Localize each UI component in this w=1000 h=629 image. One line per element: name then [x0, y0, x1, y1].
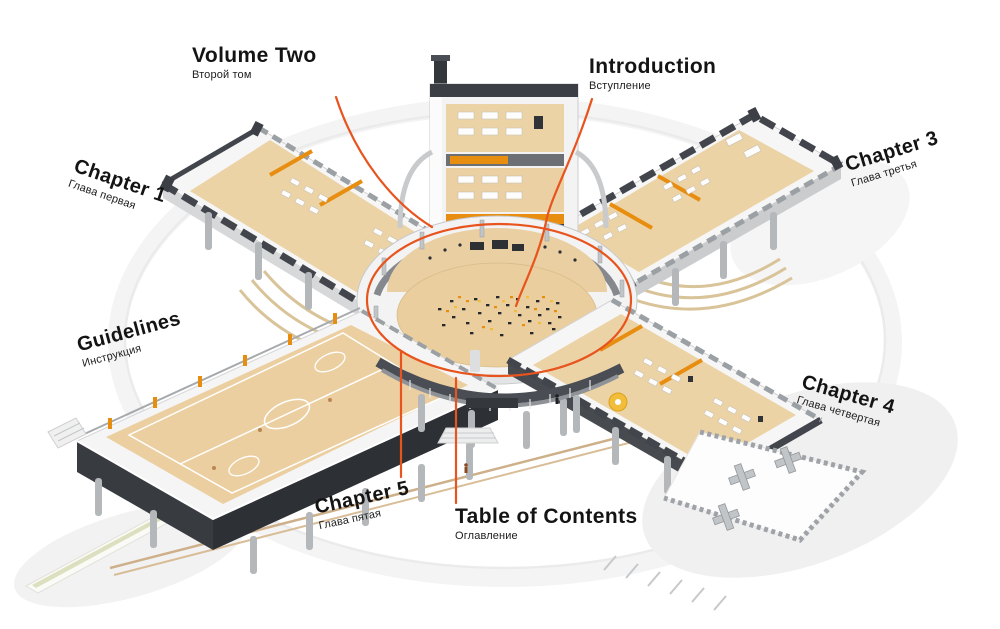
leader-volume-two — [334, 95, 434, 229]
person — [555, 394, 559, 404]
stairs-bottom-right — [603, 555, 727, 611]
label-title: Volume Two — [192, 44, 317, 67]
label-table-of-contents[interactable]: Table of Contents Оглавление — [455, 506, 638, 542]
label-volume-two[interactable]: Volume Two Второй том — [192, 45, 317, 81]
person — [464, 463, 468, 473]
label-title: Introduction — [589, 55, 717, 78]
atrium-desks — [438, 296, 562, 337]
label-subtitle: Вступление — [589, 80, 651, 92]
annotations — [334, 95, 633, 505]
entrance-south — [375, 357, 625, 473]
highlight-ellipse-atrium — [365, 222, 633, 378]
label-subtitle: Второй том — [192, 69, 252, 81]
label-introduction[interactable]: Introduction Вступление — [589, 56, 716, 92]
label-title: Table of Contents — [455, 505, 638, 528]
wing-ne-classrooms — [536, 106, 844, 306]
label-subtitle: Оглавление — [455, 530, 518, 542]
leader-introduction — [514, 97, 594, 308]
wing-sw-gym — [47, 307, 500, 574]
terrace — [663, 429, 867, 543]
